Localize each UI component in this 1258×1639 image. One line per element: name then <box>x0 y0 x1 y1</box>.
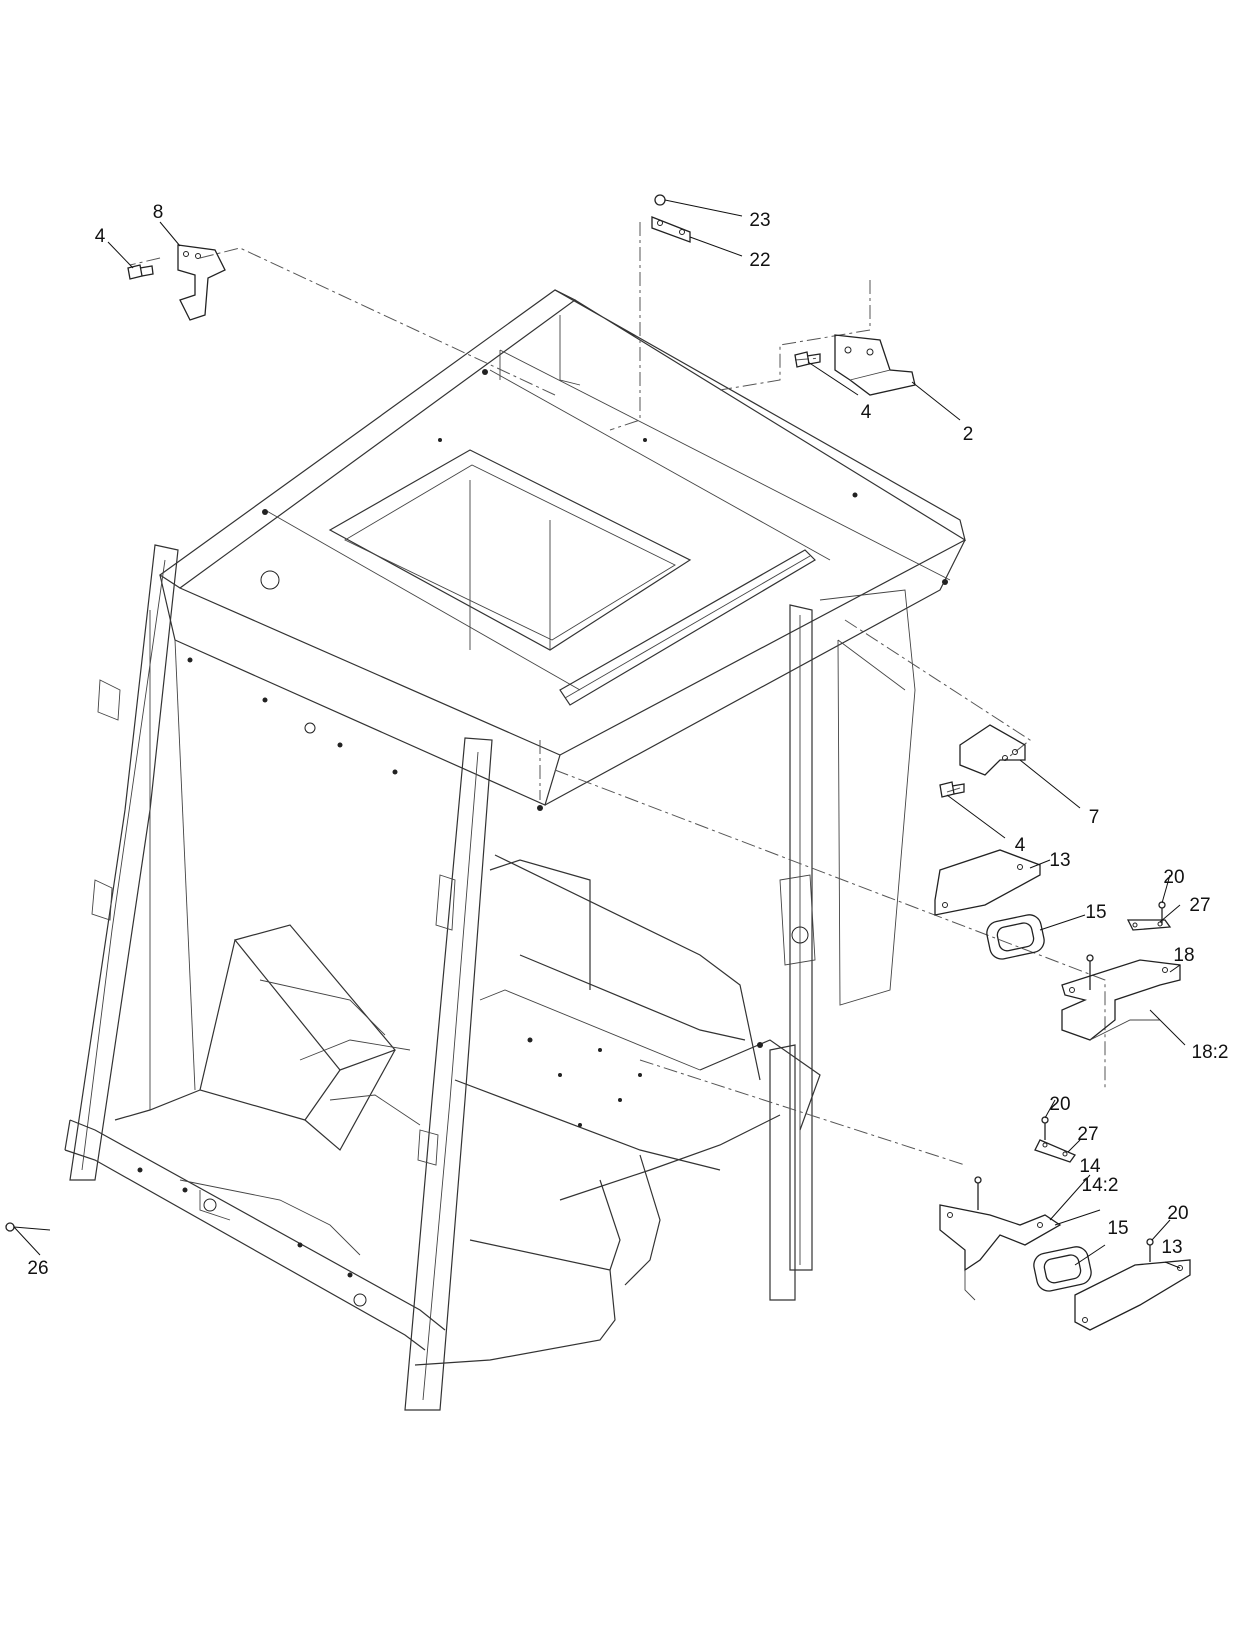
part-4-bolt-c <box>939 781 965 798</box>
part-23-nut <box>654 194 666 206</box>
part-18-bracket <box>1061 959 1181 1041</box>
part-2-angle-bracket <box>834 334 916 396</box>
part-13-plate-a <box>934 849 1041 916</box>
part-4-bolt-a <box>127 264 154 280</box>
callout-18-bracket: 18 <box>1173 945 1194 966</box>
callout-18-2-bracket: 18:2 <box>1192 1042 1229 1063</box>
callout-27-washer-a: 27 <box>1189 895 1210 916</box>
callout-26-plug: 26 <box>27 1258 48 1279</box>
cab-frame <box>64 289 966 1411</box>
part-4-bolt-b <box>794 351 821 368</box>
part-15-grommet-b <box>1033 1246 1092 1292</box>
callout-13-plate-a: 13 <box>1049 850 1070 871</box>
callout-7-bracket: 7 <box>1089 807 1100 828</box>
part-27-washer-plate-a <box>1126 919 1172 931</box>
callout-20-screw-a: 20 <box>1163 867 1184 888</box>
part-14-bracket <box>939 1204 1062 1301</box>
callout-14-bracket: 14 <box>1079 1156 1101 1177</box>
callout-4-bolt-b: 4 <box>861 402 872 423</box>
callout-13-plate-b: 13 <box>1161 1237 1182 1258</box>
callout-22-plate: 22 <box>749 250 770 271</box>
callout-8-bracket: 8 <box>153 202 164 223</box>
assembly-phantom-lines <box>129 222 1106 1166</box>
part-7-bracket <box>959 724 1026 776</box>
part-22-plate <box>651 216 691 243</box>
leader-lines <box>13 199 1186 1269</box>
callout-4-bolt-a: 4 <box>95 226 106 247</box>
part-26-plug <box>5 1222 15 1232</box>
callout-20-screw-c: 20 <box>1167 1203 1188 1224</box>
part-15-grommet-a <box>986 914 1045 960</box>
callout-labels: 4 8 23 22 4 2 7 4 13 20 27 15 18 18:2 20… <box>27 202 1228 1279</box>
callout-14-2-bracket: 14:2 <box>1082 1175 1119 1196</box>
callout-23-nut: 23 <box>749 210 770 231</box>
part-20-screw-c <box>1146 1238 1154 1262</box>
part-27-washer-plate-b <box>1034 1139 1076 1163</box>
part-screw-14 <box>974 1176 982 1210</box>
part-20-screw-b <box>1041 1116 1049 1140</box>
callout-27-washer-b: 27 <box>1077 1124 1098 1145</box>
callout-2-angle-bracket: 2 <box>963 424 974 445</box>
callout-15-grommet-a: 15 <box>1085 902 1106 923</box>
part-13-plate-b <box>1074 1259 1191 1331</box>
callout-15-grommet-b: 15 <box>1107 1218 1128 1239</box>
part-8-bracket <box>177 244 226 321</box>
callout-20-screw-b: 20 <box>1049 1094 1070 1115</box>
part-screw-18 <box>1086 954 1094 990</box>
callout-4-bolt-c: 4 <box>1015 835 1026 856</box>
